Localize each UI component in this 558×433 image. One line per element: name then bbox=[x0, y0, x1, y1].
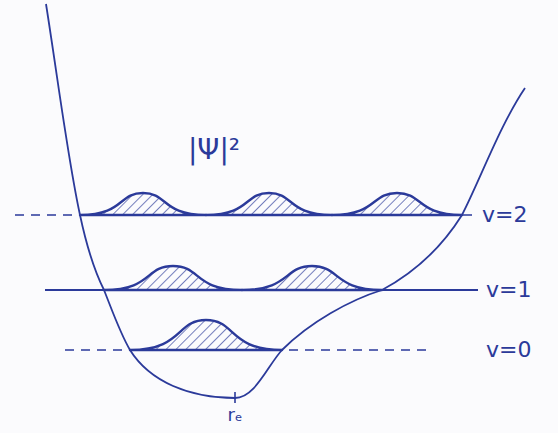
level-label: v=0 bbox=[486, 338, 531, 362]
equilibrium-tick bbox=[234, 392, 236, 403]
wavefunction-label: |Ψ|² bbox=[188, 135, 240, 166]
potential-curve bbox=[46, 4, 525, 398]
probability-density bbox=[80, 193, 462, 350]
level-label: v=2 bbox=[482, 203, 527, 227]
equilibrium-label: rₑ bbox=[228, 405, 243, 425]
level-label: v=1 bbox=[486, 278, 531, 302]
